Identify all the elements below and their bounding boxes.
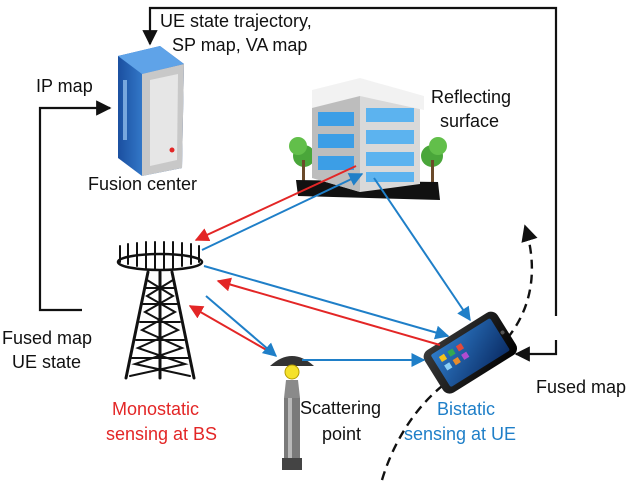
blue-arrow-tower-to-building [201,173,364,251]
blue-arrow-tower-to-phone [203,265,450,340]
feedback-line-ip-map [38,100,112,312]
reflecting-surface-label-line2: surface [440,111,499,131]
bistatic-label-line1: Bistatic [437,399,495,419]
ip-map-label: IP map [36,76,93,96]
server-icon [118,46,184,176]
red-arrow-lamp-to-tower [188,305,271,353]
red-arrow-building-to-tower [194,165,357,242]
blue-arrow-building-to-phone [373,177,471,322]
fused-map-ue-state-label-line1: Fused map [2,328,92,348]
monostatic-arrows [188,165,441,353]
tower-icon [116,241,204,380]
feedback-line-top [142,6,558,316]
ue-state-label-line1: UE state trajectory, [160,11,312,31]
bistatic-arrows [201,173,471,367]
fused-map-ue-state-label-line2: UE state [12,352,81,372]
reflecting-surface-label-line1: Reflecting [431,87,511,107]
fused-map-right-label: Fused map [536,377,626,397]
scattering-point-label-line1: Scattering [300,398,381,418]
red-arrow-phone-to-tower [216,277,441,346]
building-icon [289,78,447,200]
ue-state-label-line2: SP map, VA map [172,35,307,55]
lamp-icon [270,356,314,470]
ue-trajectory [380,224,538,481]
bistatic-label-line2: sensing at UE [404,424,516,444]
smartphone-icon [423,311,518,394]
scattering-point-label-line2: point [322,424,361,444]
monostatic-label-line1: Monostatic [112,399,199,419]
blue-arrow-tower-to-lamp [205,295,278,357]
fusion-center-label: Fusion center [88,174,197,194]
monostatic-label-line2: sensing at BS [106,424,217,444]
feedback-line-right-return [514,340,558,362]
